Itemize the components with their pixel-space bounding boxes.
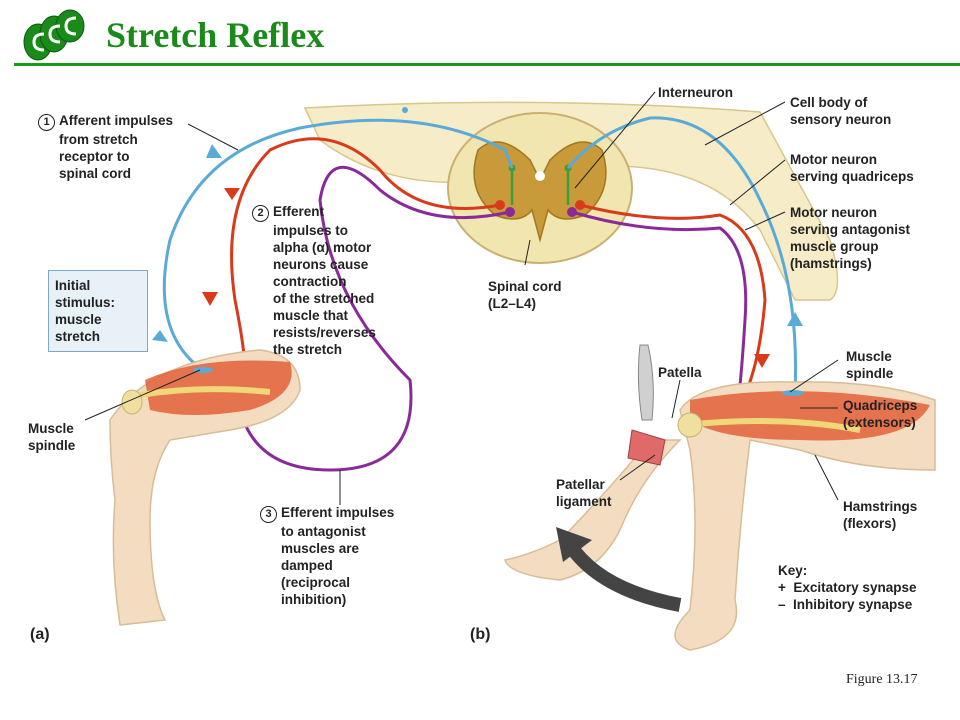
step3-line: muscles are bbox=[281, 541, 360, 556]
label-line: serving quadriceps bbox=[790, 169, 914, 184]
afferent-path-a bbox=[162, 118, 514, 370]
quadriceps-label: Quadriceps (extensors) bbox=[843, 397, 917, 431]
label-line: muscle group bbox=[790, 239, 879, 254]
label-line: Muscle bbox=[846, 349, 892, 364]
label-line: (hamstrings) bbox=[790, 256, 872, 271]
step2-line: Efferent bbox=[273, 204, 325, 219]
hamstrings-label: Hamstrings (flexors) bbox=[843, 498, 917, 532]
muscle-spindle-a-label: Muscle spindle bbox=[28, 420, 75, 454]
label-line: Spinal cord bbox=[488, 279, 562, 294]
ecc-logo bbox=[23, 9, 85, 61]
label-line: Motor neuron bbox=[790, 152, 877, 167]
initial-stimulus-box: Initial stimulus: muscle stretch bbox=[48, 270, 148, 352]
excitatory-label: Excitatory synapse bbox=[793, 580, 917, 595]
step3-line: damped bbox=[281, 558, 333, 573]
inhibition-path-a bbox=[236, 165, 511, 472]
step2-label: 2 Efferent impulses to alpha (α) motor ne… bbox=[252, 203, 376, 358]
stimulus-line: Initial bbox=[55, 278, 91, 293]
step2-line: resists/reverses bbox=[273, 325, 376, 340]
label-line: (extensors) bbox=[843, 415, 916, 430]
label-line: Muscle bbox=[28, 421, 74, 436]
stimulus-line: muscle bbox=[55, 312, 102, 327]
label-line: spindle bbox=[846, 366, 894, 381]
leg-a bbox=[109, 349, 301, 626]
step2-line: muscle that bbox=[273, 308, 349, 323]
step1-number: 1 bbox=[38, 114, 55, 131]
title-underline bbox=[14, 63, 960, 66]
step2-line: contraction bbox=[273, 274, 347, 289]
stimulus-line: stretch bbox=[55, 329, 101, 344]
step2-line: of the stretched bbox=[273, 291, 375, 306]
step1-label: 1 Afferent impulses from stretch receptor… bbox=[38, 112, 173, 182]
label-line: Patellar bbox=[556, 477, 605, 492]
step3-label: 3 Efferent impulses to antagonist muscles… bbox=[260, 504, 394, 608]
motor-quad-label: Motor neuron serving quadriceps bbox=[790, 151, 914, 185]
step2-line: neurons cause bbox=[273, 257, 369, 272]
step3-line: to antagonist bbox=[281, 524, 366, 539]
step1-line: Afferent impulses bbox=[59, 113, 174, 128]
label-line: Hamstrings bbox=[843, 499, 918, 514]
interneuron-label: Interneuron bbox=[658, 85, 734, 100]
label-line: Quadriceps bbox=[843, 398, 918, 413]
step3-number: 3 bbox=[260, 506, 277, 523]
muscle-spindle-b-label: Muscle spindle bbox=[846, 348, 893, 382]
spinal-cord-label: Spinal cord (L2–L4) bbox=[488, 278, 562, 312]
key-title: Key: bbox=[778, 563, 808, 578]
step1-line: spinal cord bbox=[59, 166, 132, 181]
figure-reference: Figure 13.17 bbox=[846, 672, 918, 687]
inhibitory-symbol: – bbox=[778, 597, 786, 612]
efferent-path-b bbox=[579, 203, 767, 396]
key-legend: Key: + Excitatory synapse – Inhibitory s… bbox=[778, 562, 916, 613]
label-line: (flexors) bbox=[843, 516, 897, 531]
reflex-hammer bbox=[627, 344, 666, 466]
step2-number: 2 bbox=[252, 205, 269, 222]
label-line: (L2–L4) bbox=[488, 296, 537, 311]
page-title: Stretch Reflex bbox=[106, 15, 325, 55]
label-line: Cell body of bbox=[790, 95, 868, 110]
label-line: ligament bbox=[556, 494, 612, 509]
motor-antagonist-label: Motor neuron serving antagonist muscle g… bbox=[790, 204, 910, 272]
label-line: spindle bbox=[28, 438, 76, 453]
step3-line: Efferent impulses bbox=[281, 505, 395, 520]
label-line: Motor neuron bbox=[790, 205, 877, 220]
patellar-ligament-label: Patellar ligament bbox=[556, 476, 612, 510]
step2-line: alpha (α) motor bbox=[273, 240, 372, 255]
label-line: serving antagonist bbox=[790, 222, 911, 237]
step3-line: (reciprocal bbox=[281, 575, 351, 590]
efferent-path-a bbox=[230, 137, 501, 373]
panel-a-label: (a) bbox=[30, 626, 50, 643]
patella-label: Patella bbox=[658, 365, 702, 380]
inhibitory-label: Inhibitory synapse bbox=[793, 597, 913, 612]
leg-b bbox=[504, 381, 936, 651]
kick-arrow bbox=[564, 540, 682, 612]
afferent-path-b bbox=[566, 116, 798, 393]
excitatory-symbol: + bbox=[778, 580, 786, 595]
step1-line: receptor to bbox=[59, 149, 130, 164]
panel-b-label: (b) bbox=[470, 626, 491, 643]
step2-line: the stretch bbox=[273, 342, 343, 357]
label-line: sensory neuron bbox=[790, 112, 892, 127]
step1-line: from stretch bbox=[59, 132, 138, 147]
step3-line: inhibition) bbox=[281, 592, 347, 607]
step2-line: impulses to bbox=[273, 223, 349, 238]
stimulus-line: stimulus: bbox=[55, 295, 116, 310]
cell-body-label: Cell body of sensory neuron bbox=[790, 94, 891, 128]
